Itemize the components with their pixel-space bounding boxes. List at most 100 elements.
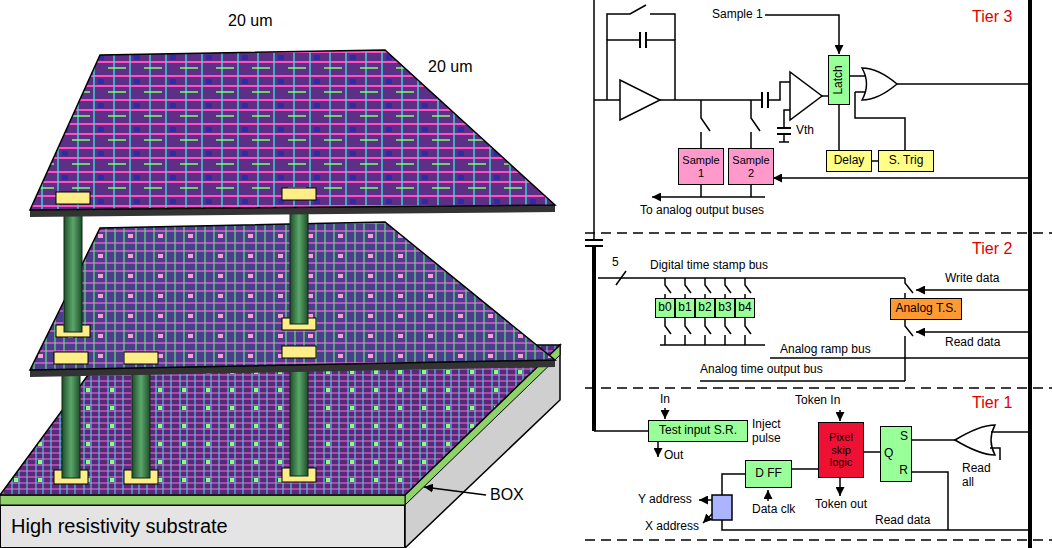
signal-arrow bbox=[839, 410, 841, 421]
substrate-face: High resistivity substrate bbox=[0, 505, 405, 548]
bus-name: Digital time stamp bus bbox=[650, 259, 768, 273]
control-line bbox=[916, 289, 1030, 291]
wire bbox=[660, 344, 765, 346]
via bbox=[64, 205, 82, 332]
bond-pads bbox=[54, 468, 316, 484]
switch-symbol bbox=[701, 100, 760, 148]
switch-symbol bbox=[905, 278, 913, 298]
layer-label: BOX bbox=[490, 486, 524, 504]
wire bbox=[722, 474, 745, 495]
capacitor-symbol bbox=[777, 128, 791, 134]
or-gate-symbol bbox=[862, 68, 897, 100]
node-text: Sample 2 bbox=[729, 154, 773, 179]
control-line bbox=[765, 15, 839, 54]
tier-divider bbox=[585, 233, 1052, 540]
wire bbox=[701, 185, 751, 197]
bus-line bbox=[770, 357, 1030, 359]
node-text: b4 bbox=[738, 301, 751, 315]
node-text: Q bbox=[884, 447, 893, 461]
capacitor-symbol bbox=[762, 92, 768, 108]
signal-name: Token In bbox=[795, 394, 840, 408]
signal-name: To analog output buses bbox=[640, 204, 764, 218]
node-text: R bbox=[899, 464, 908, 478]
capacitor-symbol bbox=[640, 32, 646, 48]
via bbox=[290, 200, 308, 324]
signal-name: Out bbox=[664, 449, 683, 463]
wire bbox=[990, 432, 1030, 460]
or-gate-symbol bbox=[955, 425, 995, 455]
wire bbox=[779, 110, 790, 142]
signal-arrow bbox=[767, 490, 769, 501]
signal-name: Data clk bbox=[752, 503, 795, 517]
node-text: D FF bbox=[755, 467, 782, 481]
signal-name: Y address bbox=[638, 493, 692, 507]
signal-arrow bbox=[699, 499, 712, 501]
bit-cell: b2 bbox=[695, 298, 715, 318]
switch-symbol bbox=[665, 318, 751, 345]
via bbox=[62, 362, 80, 478]
signal-name: Sample 1 bbox=[712, 8, 763, 22]
box-layer bbox=[0, 495, 405, 505]
analog-timestamp-box: Analog T.S. bbox=[890, 298, 962, 320]
leader-arrow bbox=[424, 487, 486, 495]
bond-pad bbox=[282, 188, 316, 200]
bit-cell: b0 bbox=[655, 298, 675, 318]
node-text: Analog T.S. bbox=[895, 302, 956, 316]
switch-symbol bbox=[905, 320, 913, 381]
capacitor-symbol bbox=[585, 240, 603, 246]
via bbox=[132, 362, 150, 478]
signal-arrow bbox=[664, 408, 666, 419]
connector bbox=[864, 451, 880, 453]
node-text: Sample 1 bbox=[679, 154, 723, 179]
vertical-bus bbox=[1028, 0, 1032, 548]
bus-name: Analog time output bus bbox=[700, 363, 823, 377]
wire bbox=[855, 92, 905, 150]
output-arrow bbox=[652, 196, 765, 198]
wire bbox=[594, 430, 648, 432]
node-text: S. Trig bbox=[889, 154, 924, 168]
address-encoder bbox=[712, 495, 732, 520]
switch-symbol bbox=[607, 5, 675, 40]
signal-name: Read data bbox=[945, 336, 1000, 350]
connector bbox=[792, 468, 818, 470]
node-text: b2 bbox=[698, 301, 711, 315]
bit-cell: b3 bbox=[715, 298, 735, 318]
switch-symbol bbox=[665, 278, 751, 298]
control-line bbox=[916, 331, 1030, 333]
bond-pads bbox=[54, 318, 316, 364]
sample-box: Sample 1 bbox=[678, 148, 724, 185]
tier-label: Tier 2 bbox=[972, 240, 1012, 258]
signal-name: Write data bbox=[945, 272, 999, 286]
signal-name: Read data bbox=[875, 514, 930, 528]
tier2-wiring bbox=[598, 271, 1030, 381]
wire bbox=[850, 76, 866, 92]
latch-box: Latch bbox=[828, 55, 850, 105]
bus-line bbox=[598, 277, 905, 279]
node-text: High resistivity substrate bbox=[11, 515, 228, 538]
node-text: Delay bbox=[834, 154, 865, 168]
wire bbox=[912, 439, 955, 441]
wire bbox=[660, 82, 790, 100]
node-text: b1 bbox=[678, 301, 691, 315]
node-text: Pixel skip logic bbox=[819, 431, 863, 469]
bus-width-slash bbox=[616, 271, 626, 285]
signal-name: X address bbox=[645, 520, 699, 534]
bond-pad bbox=[282, 346, 316, 358]
bit-cell: b1 bbox=[675, 298, 695, 318]
via bbox=[290, 356, 308, 476]
node-text: b0 bbox=[658, 301, 671, 315]
bus-width: 5 bbox=[612, 256, 619, 270]
signal-name: Read all bbox=[962, 462, 998, 490]
tier3-wiring bbox=[594, 5, 1030, 431]
node-text: S bbox=[900, 430, 908, 444]
tier-label: Tier 1 bbox=[972, 394, 1012, 412]
signal-name: In bbox=[660, 393, 670, 407]
dimension-label: 20 um bbox=[428, 58, 472, 76]
amplifier-symbol bbox=[620, 80, 660, 120]
wire bbox=[897, 83, 1030, 85]
node-text: Test input S.R. bbox=[659, 424, 737, 438]
dimension-label: 20 um bbox=[228, 12, 272, 30]
signal-name: Vth bbox=[796, 124, 814, 138]
node-text: b3 bbox=[718, 301, 731, 315]
